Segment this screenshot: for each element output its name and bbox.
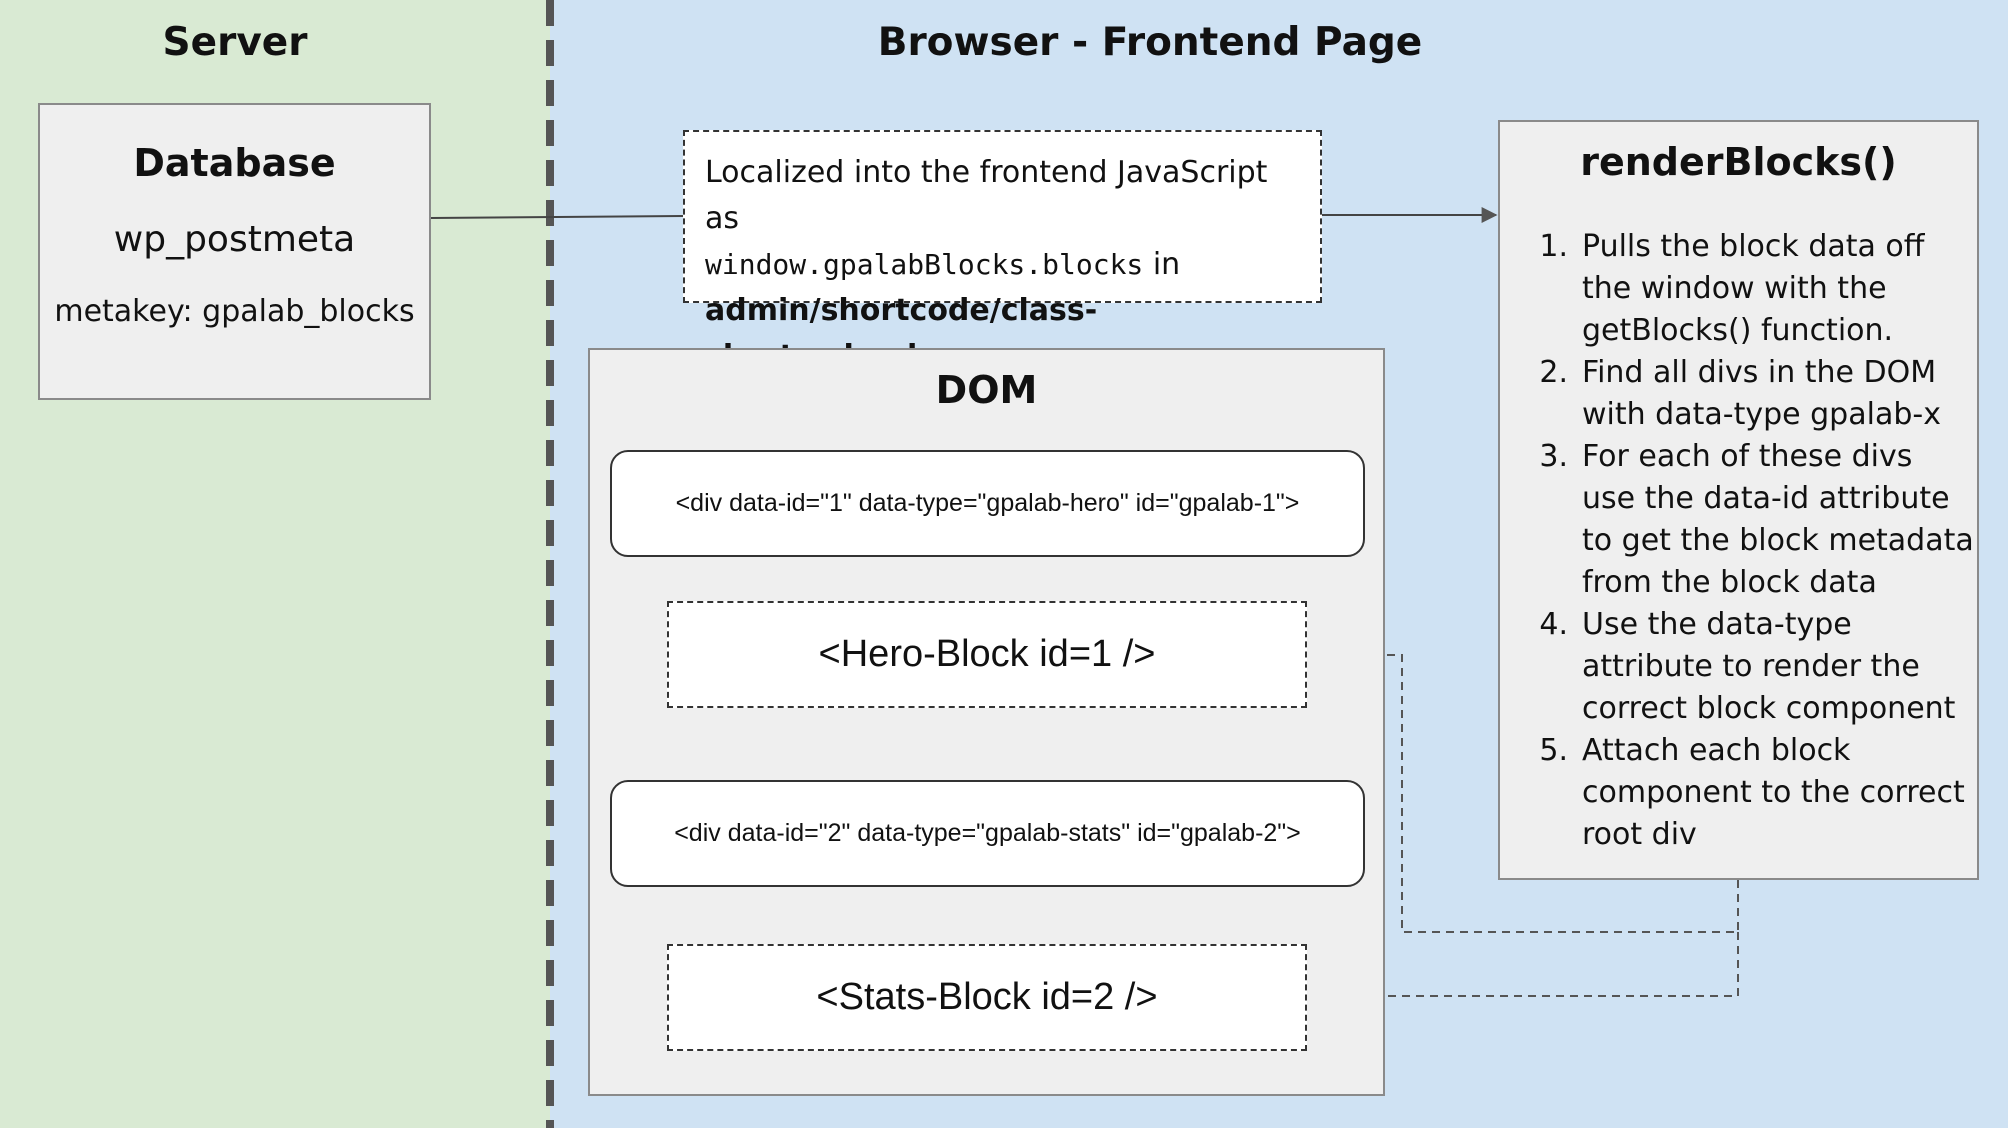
database-title: Database (133, 141, 336, 185)
server-title: Server (162, 20, 308, 65)
step-number: 1. (1539, 229, 1568, 264)
render-to-hero-arrow (1308, 647, 1739, 933)
step-number: 2. (1539, 355, 1568, 390)
localized-text: Localized into the frontend JavaScript a… (705, 155, 1268, 236)
database-box: Database wp_postmeta metakey: gpalab_blo… (38, 103, 431, 400)
render-steps-list: 1. Pulls the block data off the window wi… (1524, 226, 1974, 856)
render-to-stats-arrow (1308, 932, 1739, 1004)
step-text: Attach each block component to the corre… (1582, 733, 1965, 852)
render-step: 5. Attach each block component to the cor… (1524, 730, 1974, 856)
render-step: 2. Find all divs in the DOM with data-typ… (1524, 352, 1974, 436)
localized-note: Localized into the frontend JavaScript a… (683, 130, 1322, 374)
stats-block-component: <Stats-Block id=2 /> (667, 944, 1307, 1051)
step-text: For each of these divs use the data-id a… (1582, 439, 1974, 600)
database-table: wp_postmeta (113, 219, 356, 260)
dom-title: DOM (935, 368, 1038, 412)
hero-block-component: <Hero-Block id=1 /> (667, 601, 1307, 708)
step-number: 3. (1539, 439, 1568, 474)
hero-root-div: <div data-id="1" data-type="gpalab-hero"… (610, 450, 1365, 557)
step-text: Use the data-type attribute to render th… (1582, 607, 1956, 726)
localized-in: in (1152, 247, 1181, 282)
step-text: Find all divs in the DOM with data-type … (1582, 355, 1941, 432)
render-step: 1. Pulls the block data off the window wi… (1524, 226, 1974, 352)
browser-title: Browser - Frontend Page (877, 20, 1423, 65)
render-blocks-box: renderBlocks() 1. Pulls the block data of… (1498, 120, 1979, 880)
localized-code: window.gpalabBlocks.blocks (705, 248, 1144, 281)
database-metakey: metakey: gpalab_blocks (54, 294, 415, 329)
step-text: Pulls the block data off the window with… (1582, 229, 1925, 348)
database-to-localized-line (430, 215, 684, 219)
step-number: 5. (1539, 733, 1568, 768)
step-number: 4. (1539, 607, 1568, 642)
render-step: 4. Use the data-type attribute to render … (1524, 604, 1974, 730)
render-blocks-title: renderBlocks() (1580, 140, 1897, 184)
render-step: 3. For each of these divs use the data-id… (1524, 436, 1974, 604)
stats-root-div: <div data-id="2" data-type="gpalab-stats… (610, 780, 1365, 887)
